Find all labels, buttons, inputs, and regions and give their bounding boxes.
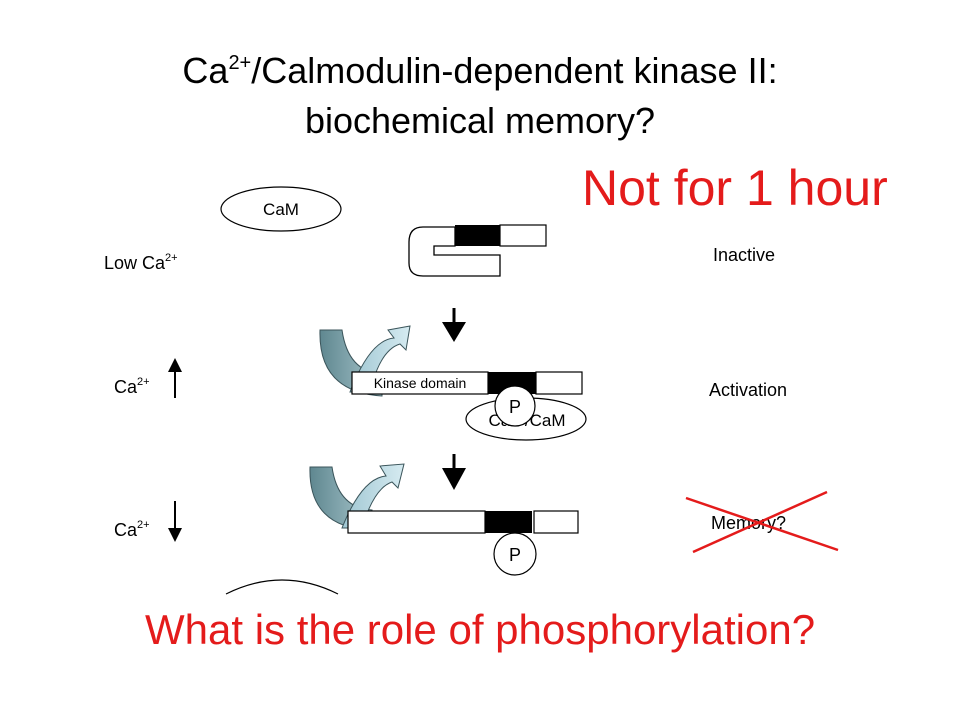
title-line-2: biochemical memory?: [304, 100, 656, 141]
memory-kinase: [347, 510, 579, 534]
state-activation-label: Activation: [709, 380, 788, 400]
calcium-up-arrow-icon: [168, 358, 182, 398]
activated-kinase: Kinase domain: [351, 371, 583, 395]
regulatory-block-white-3: [533, 510, 579, 534]
phospho-label-2: P: [509, 545, 521, 565]
phospho-label-1: P: [509, 397, 521, 417]
kinase-domain-label: Kinase domain: [374, 375, 467, 391]
down-arrow-2: [442, 454, 466, 490]
inactive-kinase: [408, 224, 547, 277]
calcium-down-arrow-icon: [168, 501, 182, 542]
calcium-rise-label: Ca2+: [114, 376, 150, 397]
regulatory-block-white: [499, 224, 547, 247]
down-arrow-1: [442, 308, 466, 342]
callout-phosphorylation-question: What is the role of phosphorylation?: [145, 606, 816, 653]
state-inactive-label: Inactive: [713, 245, 776, 265]
kinase-domain-box-2: [347, 510, 486, 534]
slide-title: Ca2+/Calmodulin-dependent kinase II: bio…: [0, 38, 960, 146]
cam-label: CaM: [263, 200, 299, 219]
regulatory-block-black-3: [485, 511, 532, 533]
low-calcium-label: Low Ca2+: [104, 252, 178, 273]
callout-not-for-1-hour: Not for 1 hour: [582, 160, 888, 216]
regulatory-block-black: [455, 225, 500, 246]
phospho-circle-1: P: [494, 385, 536, 427]
red-cross-mark: [685, 490, 839, 554]
phospho-circle-2: P: [493, 532, 537, 576]
calcium-fall-label: Ca2+: [114, 519, 150, 540]
autoinhibited-hook-shape: [408, 226, 501, 277]
cam-ellipse: CaM: [220, 186, 342, 232]
title-line-1: Ca2+/Calmodulin-dependent kinase II:: [182, 50, 778, 91]
partial-cam-ellipse-arc: [225, 579, 339, 595]
regulatory-block-white-2: [535, 371, 583, 395]
